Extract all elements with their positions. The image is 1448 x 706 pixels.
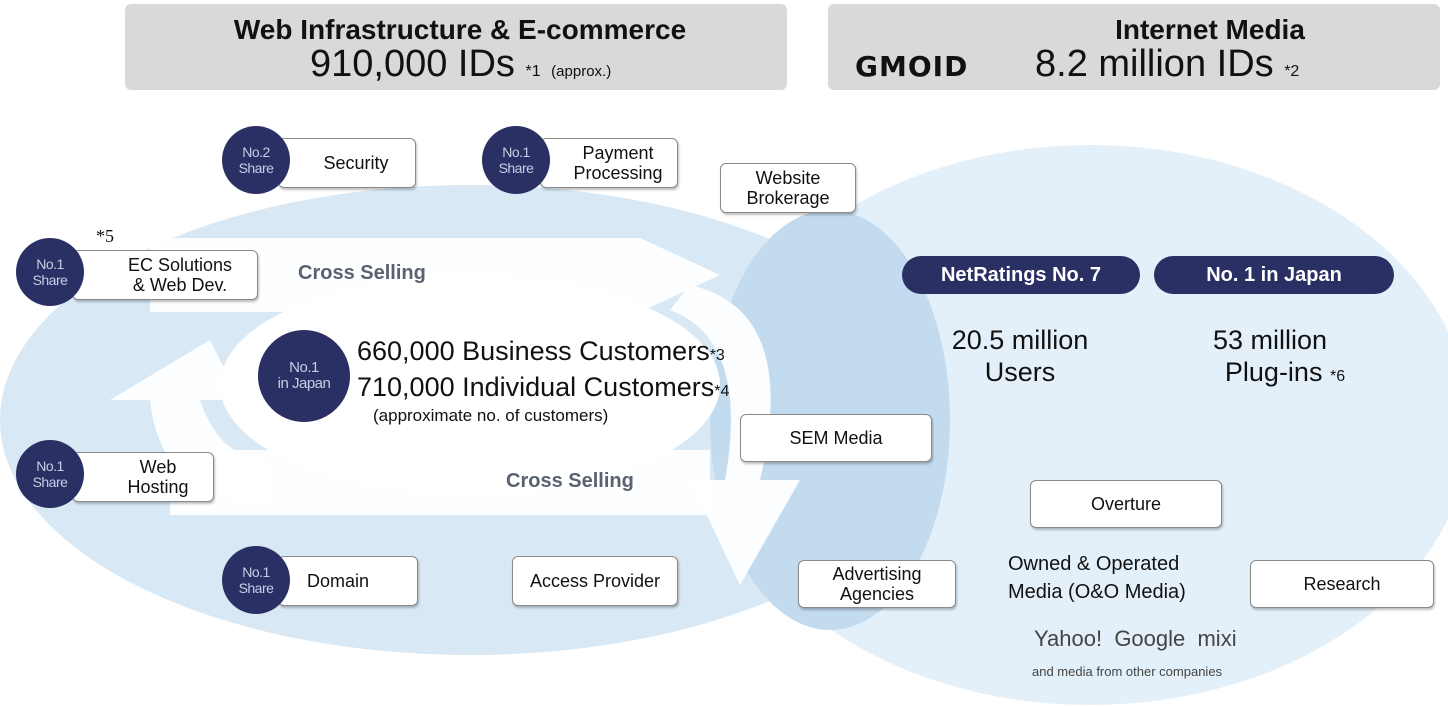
overture-label: Overture bbox=[1090, 494, 1162, 514]
oo-media-text: Owned & Operated Media (O&O Media) bbox=[1008, 550, 1186, 606]
business-customers-note: *3 bbox=[709, 347, 725, 364]
domain-label: Domain bbox=[306, 571, 370, 591]
users-stat: 20.5 million Users bbox=[900, 324, 1140, 388]
left-ring-inner bbox=[220, 275, 720, 495]
security-box: Security bbox=[278, 138, 416, 188]
oo-media-line1: Owned & Operated bbox=[1008, 553, 1180, 575]
hosting-badge-line2: Share bbox=[32, 474, 68, 490]
left-header-note2: (approx.) bbox=[551, 63, 612, 80]
ec-label-1: EC Solutions bbox=[127, 255, 233, 275]
right-header-count-value: 8.2 million IDs bbox=[1035, 43, 1274, 85]
brokerage-label-2: Brokerage bbox=[746, 188, 830, 208]
web-hosting-box: Web Hosting bbox=[72, 452, 214, 502]
gmoid-logo: GMOID bbox=[855, 50, 969, 83]
right-header-panel bbox=[828, 4, 1440, 90]
security-label: Security bbox=[323, 153, 389, 173]
left-header-title: Web Infrastructure & E-commerce bbox=[233, 14, 687, 45]
partners-note: and media from other companies bbox=[1032, 664, 1223, 679]
ec-note: *5 bbox=[96, 226, 114, 246]
left-curved-arrow bbox=[110, 340, 270, 505]
business-customers-text: 660,000 Business Customers bbox=[357, 336, 710, 366]
domain-share-badge: No.1 Share bbox=[222, 546, 290, 614]
domain-box: Domain bbox=[278, 556, 418, 606]
brokerage-label-1: Website bbox=[755, 168, 821, 188]
cross-selling-bottom: Cross Selling bbox=[506, 470, 634, 492]
top-arrow bbox=[150, 238, 720, 312]
payment-processing-box: Payment Processing bbox=[540, 138, 678, 188]
partners-text: Yahoo! Google mixi bbox=[1034, 626, 1237, 651]
plugins-stat: 53 million Plug-ins *6 bbox=[1150, 324, 1390, 393]
sem-media-box: SEM Media bbox=[740, 414, 932, 462]
customers-no1-badge: No.1 in Japan bbox=[258, 330, 350, 422]
users-stat-1: 20.5 million bbox=[951, 325, 1089, 355]
access-provider-box: Access Provider bbox=[512, 556, 678, 606]
payment-share-badge: No.1 Share bbox=[482, 126, 550, 194]
left-header-panel bbox=[125, 4, 787, 90]
individual-customers: 710,000 Individual Customers*4 bbox=[357, 372, 729, 403]
left-header-note: *1 bbox=[525, 63, 541, 80]
sem-label: SEM Media bbox=[789, 428, 883, 448]
right-header-count: 8.2 million IDs *2 bbox=[1035, 43, 1299, 86]
business-customers: 660,000 Business Customers*3 bbox=[357, 336, 725, 367]
left-header-count: 910,000 IDs *1 (approx.) bbox=[310, 43, 611, 86]
payment-label-2: Processing bbox=[573, 163, 663, 183]
website-brokerage-box: Website Brokerage bbox=[720, 163, 856, 213]
payment-badge-line2: Share bbox=[498, 160, 534, 176]
agencies-label-2: Agencies bbox=[839, 584, 915, 604]
domain-badge-line2: Share bbox=[238, 580, 274, 596]
ec-badge-line2: Share bbox=[32, 272, 68, 288]
security-share-badge: No.2 Share bbox=[222, 126, 290, 194]
right-curved-arrow bbox=[670, 285, 800, 585]
customers-badge-line1: No.1 bbox=[289, 359, 319, 376]
individual-customers-text: 710,000 Individual Customers bbox=[357, 372, 715, 402]
plugins-note: *6 bbox=[1329, 368, 1346, 385]
hosting-label-2: Hosting bbox=[127, 477, 189, 497]
right-header-title: Internet Media bbox=[1115, 14, 1305, 45]
individual-customers-note: *4 bbox=[714, 383, 730, 400]
payment-label-1: Payment bbox=[582, 143, 654, 163]
customers-caption: (approximate no. of customers) bbox=[373, 406, 609, 425]
customers-badge-line2: in Japan bbox=[277, 375, 331, 392]
ec-solutions-box: EC Solutions & Web Dev. bbox=[72, 250, 258, 300]
cross-selling-top: Cross Selling bbox=[298, 262, 426, 284]
users-stat-2: Users bbox=[984, 357, 1056, 387]
hosting-badge-line1: No.1 bbox=[36, 458, 64, 474]
research-box: Research bbox=[1250, 560, 1434, 608]
advertising-agencies-box: Advertising Agencies bbox=[798, 560, 956, 608]
right-header-note: *2 bbox=[1284, 63, 1300, 80]
agencies-label-1: Advertising bbox=[832, 564, 922, 584]
payment-badge-line1: No.1 bbox=[502, 144, 530, 160]
domain-badge-line1: No.1 bbox=[242, 564, 270, 580]
oo-media-line2: Media (O&O Media) bbox=[1008, 581, 1186, 603]
netratings-pill: NetRatings No. 7 bbox=[902, 256, 1140, 294]
plugins-stat-1: 53 million bbox=[1212, 325, 1328, 355]
hosting-label-1: Web bbox=[139, 457, 177, 477]
access-label: Access Provider bbox=[529, 571, 661, 591]
ec-badge-line1: No.1 bbox=[36, 256, 64, 272]
plugins-stat-2: Plug-ins bbox=[1224, 357, 1323, 387]
security-badge-line1: No.2 bbox=[242, 144, 270, 160]
plugins-stat-2-wrap: Plug-ins *6 bbox=[1180, 356, 1390, 393]
left-header-count-value: 910,000 IDs bbox=[310, 43, 515, 85]
hosting-share-badge: No.1 Share bbox=[16, 440, 84, 508]
ec-share-badge: No.1 Share bbox=[16, 238, 84, 306]
research-label: Research bbox=[1303, 574, 1381, 594]
no1-japan-pill: No. 1 in Japan bbox=[1154, 256, 1394, 294]
bottom-band bbox=[170, 450, 710, 515]
ec-label-2: & Web Dev. bbox=[132, 275, 228, 295]
overture-box: Overture bbox=[1030, 480, 1222, 528]
security-badge-line2: Share bbox=[238, 160, 274, 176]
